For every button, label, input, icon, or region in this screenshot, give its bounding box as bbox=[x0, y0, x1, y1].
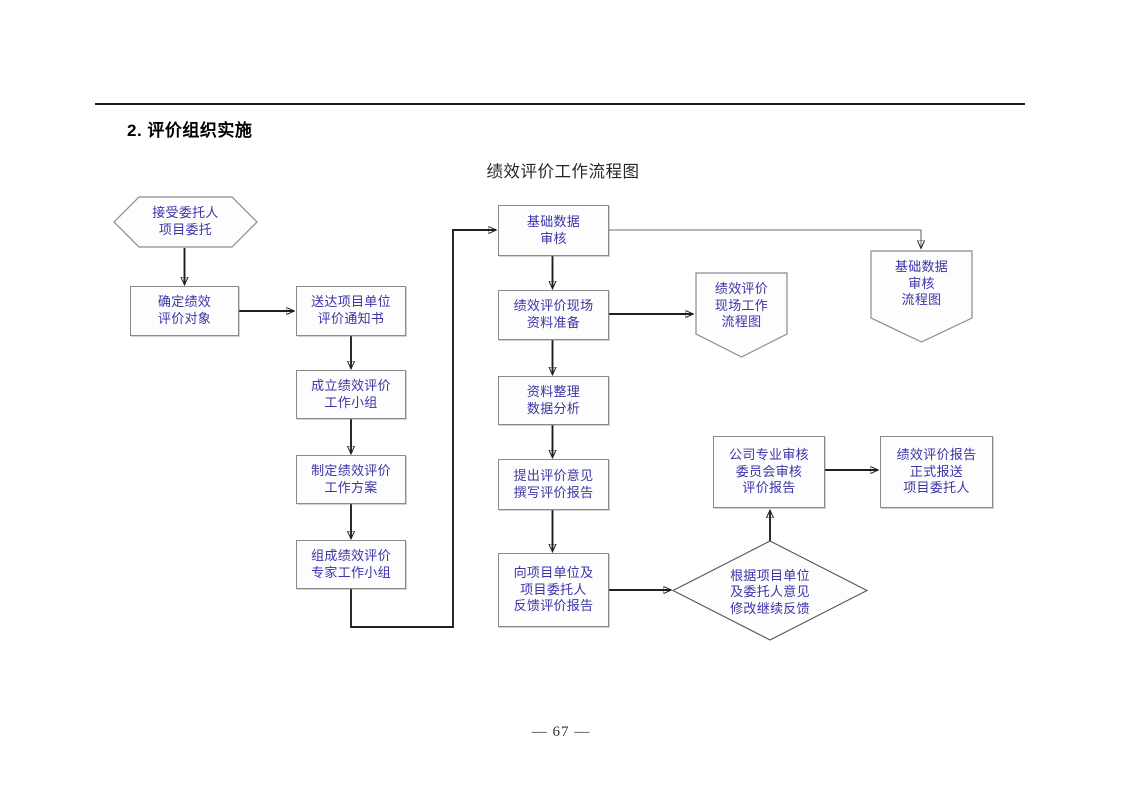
node-company-review-committee[interactable]: 公司专业审核 委员会审核 评价报告 bbox=[713, 436, 825, 508]
section-heading: 2. 评价组织实施 bbox=[127, 121, 253, 140]
node-feedback-report[interactable]: 向项目单位及 项目委托人 反馈评价报告 bbox=[498, 553, 609, 627]
node-label: 送达项目单位 评价通知书 bbox=[311, 294, 391, 326]
node-data-organization-analysis[interactable]: 资料整理 数据分析 bbox=[498, 376, 609, 425]
node-accept-commission[interactable]: 接受委托人 项目委托 bbox=[113, 196, 258, 248]
node-basic-data-flowchart-ref[interactable]: 基础数据 审核 流程图 bbox=[870, 250, 973, 343]
page-number: — 67 — bbox=[531, 724, 591, 740]
node-formulate-work-plan[interactable]: 制定绩效评价 工作方案 bbox=[296, 455, 406, 504]
node-write-evaluation-report[interactable]: 提出评价意见 撰写评价报告 bbox=[498, 459, 609, 510]
node-label: 组成绩效评价 专家工作小组 bbox=[311, 547, 391, 580]
chart-title: 绩效评价工作流程图 bbox=[0, 158, 1122, 182]
node-establish-working-group[interactable]: 成立绩效评价 工作小组 bbox=[296, 370, 406, 419]
node-label: 绩效评价报告 正式报送 项目委托人 bbox=[896, 447, 977, 496]
chart-title-text: 绩效评价工作流程图 bbox=[486, 162, 640, 181]
node-label: 制定绩效评价 工作方案 bbox=[311, 462, 391, 495]
node-label: 绩效评价现场 资料准备 bbox=[513, 298, 594, 330]
node-deliver-notice[interactable]: 送达项目单位 评价通知书 bbox=[296, 286, 406, 336]
diamond-shape bbox=[671, 540, 869, 641]
edge-n7-n13 bbox=[609, 229, 921, 248]
header-rule bbox=[95, 103, 1025, 105]
node-label: 成立绩效评价 工作小组 bbox=[311, 377, 391, 410]
node-label: 公司专业审核 委员会审核 评价报告 bbox=[729, 447, 809, 496]
node-onsite-material-preparation[interactable]: 绩效评价现场 资料准备 bbox=[498, 290, 609, 340]
pentagon-shape bbox=[695, 272, 788, 358]
node-determine-evaluation-object[interactable]: 确定绩效 评价对象 bbox=[130, 286, 239, 336]
node-formal-report-submission[interactable]: 绩效评价报告 正式报送 项目委托人 bbox=[880, 436, 993, 508]
node-form-expert-group[interactable]: 组成绩效评价 专家工作小组 bbox=[296, 540, 406, 589]
node-revise-per-feedback-decision[interactable]: 根据项目单位 及委托人意见 修改继续反馈 bbox=[671, 540, 869, 641]
node-onsite-work-flowchart-ref[interactable]: 绩效评价 现场工作 流程图 bbox=[695, 272, 788, 358]
hexagon-shape bbox=[113, 196, 258, 248]
node-label: 资料整理 数据分析 bbox=[526, 383, 581, 416]
node-label: 基础数据 审核 bbox=[526, 213, 581, 246]
node-label: 向项目单位及 项目委托人 反馈评价报告 bbox=[513, 565, 594, 614]
node-label: 确定绩效 评价对象 bbox=[157, 294, 212, 326]
node-basic-data-review[interactable]: 基础数据 审核 bbox=[498, 205, 609, 256]
node-label: 提出评价意见 撰写评价报告 bbox=[513, 467, 594, 500]
pentagon-shape bbox=[870, 250, 973, 343]
